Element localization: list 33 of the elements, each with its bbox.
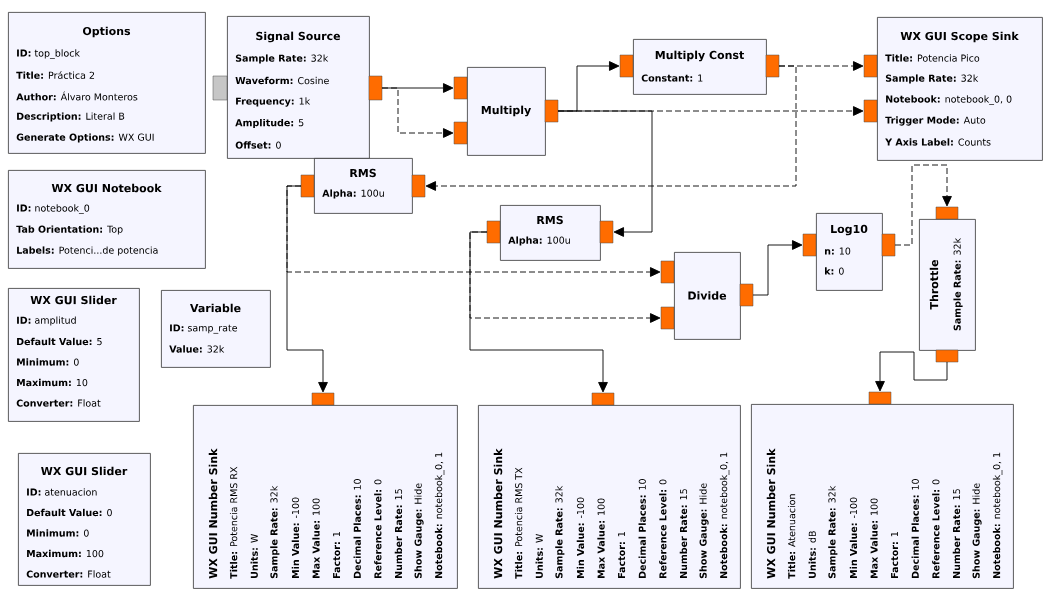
- connector: [286, 185, 328, 393]
- parameter-text: Description: Literal B: [17, 112, 125, 122]
- connector: [752, 240, 803, 296]
- connector: [286, 185, 661, 277]
- parameter-text: Maximum: 100: [27, 549, 104, 558]
- parameter-text: Default Value: 0: [27, 508, 112, 517]
- parameter-text: Tab Orientation: Top: [16, 225, 123, 235]
- connector: [557, 110, 653, 237]
- connector: [425, 65, 797, 191]
- connector: [894, 164, 952, 246]
- parameter-text: Author: Álvaro Monteros: [16, 91, 138, 101]
- parameter-text: ID: samp_rate: [170, 324, 238, 334]
- parameter-text: ID: top_block: [17, 49, 80, 59]
- connector: [875, 351, 948, 392]
- parameter-text: ID: amplitud: [17, 316, 76, 326]
- connector: [381, 87, 454, 138]
- parameter-text: Generate Options: WX GUI: [16, 133, 154, 143]
- parameter-text: Maximum: 10: [17, 378, 88, 387]
- parameter-text: Minimum: 0: [17, 358, 79, 366]
- block-title: WX GUI Slider: [41, 466, 128, 476]
- parameter-text: ID: atenuacion: [27, 488, 97, 496]
- parameter-text: Default Value: 5: [17, 337, 102, 346]
- parameter-text: Labels: Potenci...de potencia: [17, 246, 158, 256]
- block-title: Options: [82, 26, 131, 38]
- parameter-text: Converter: Float: [16, 399, 101, 407]
- block-title: WX GUI Notebook: [51, 183, 162, 193]
- parameter-text: Value: 32k: [169, 345, 225, 353]
- block-title: Variable: [190, 303, 241, 313]
- parameter-text: Converter: Float: [26, 570, 111, 578]
- block-title: WX GUI Slider: [30, 295, 117, 305]
- parameter-text: Title: Práctica 2: [16, 71, 95, 79]
- parameter-text: ID: notebook_0: [17, 204, 90, 214]
- parameter-text: Minimum: 0: [27, 529, 89, 537]
